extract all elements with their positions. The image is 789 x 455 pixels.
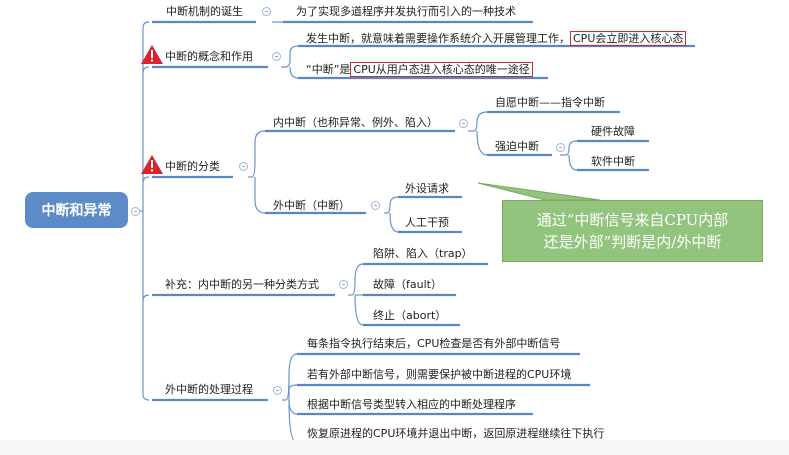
branch-label: 中断的概念和作用 bbox=[165, 50, 253, 63]
leaf-label: 若有外部中断信号，则需要保护被中断进程的CPU环境 bbox=[307, 368, 572, 381]
branch-supplement[interactable]: 补充：内中断的另一种分类方式 bbox=[165, 278, 319, 292]
collapse-minus-icon[interactable] bbox=[339, 280, 348, 289]
node-label: 内中断（也称异常、例外、陷入） bbox=[273, 116, 438, 129]
collapse-minus-icon[interactable] bbox=[273, 386, 282, 395]
leaf-hardware-fault[interactable]: 硬件故障 bbox=[591, 125, 635, 139]
leaf-step-1[interactable]: 每条指令执行结束后，CPU检查是否有外部中断信号 bbox=[307, 337, 560, 351]
root-node[interactable]: 中断和异常 bbox=[25, 192, 128, 228]
leaf-voluntary[interactable]: 自愿中断——指令中断 bbox=[495, 96, 605, 110]
node-label: 强迫中断 bbox=[495, 140, 539, 153]
collapse-minus-icon[interactable] bbox=[371, 201, 380, 210]
leaf-label: 故障（fault） bbox=[373, 278, 442, 291]
node-internal-interrupt[interactable]: 内中断（也称异常、例外、陷入） bbox=[273, 116, 438, 130]
leaf-fault[interactable]: 故障（fault） bbox=[373, 278, 442, 292]
branch-label: 补充：内中断的另一种分类方式 bbox=[165, 278, 319, 291]
collapse-minus-icon[interactable] bbox=[239, 162, 248, 171]
leaf-text: “中断”是 bbox=[306, 63, 351, 76]
leaf-step-3[interactable]: 根据中断信号类型转入相应的中断处理程序 bbox=[307, 398, 516, 412]
callout-line-2: 还是外部”判断是内/外中断 bbox=[543, 233, 722, 251]
callout-note: 通过“中断信号来自CPU内部 还是外部”判断是内/外中断 bbox=[502, 200, 763, 262]
branch-label: 中断的分类 bbox=[165, 160, 220, 173]
leaf-peripheral-request[interactable]: 外设请求 bbox=[405, 182, 449, 196]
highlight-text: CPU会立即进入核心态 bbox=[570, 31, 687, 46]
callout-line-1: 通过“中断信号来自CPU内部 bbox=[536, 211, 729, 229]
branch-concept[interactable]: 中断的概念和作用 bbox=[165, 50, 253, 64]
leaf-concept-1[interactable]: 发生中断，就意味着需要操作系统介入开展管理工作，CPU会立即进入核心态 bbox=[306, 31, 687, 46]
leaf-step-2[interactable]: 若有外部中断信号，则需要保护被中断进程的CPU环境 bbox=[307, 368, 571, 382]
leaf-label: 终止（abort） bbox=[373, 309, 447, 322]
leaf-label: 自愿中断——指令中断 bbox=[495, 96, 605, 109]
branch-external-process[interactable]: 外中断的处理过程 bbox=[165, 383, 253, 397]
collapse-minus-icon[interactable] bbox=[262, 7, 271, 16]
leaf-text: 发生中断，就意味着需要操作系统介入开展管理工作， bbox=[306, 32, 570, 45]
leaf-origin-desc[interactable]: 为了实现多道程序并发执行而引入的一种技术 bbox=[296, 5, 516, 19]
bottom-strip bbox=[0, 440, 789, 455]
branch-label: 中断机制的诞生 bbox=[166, 5, 243, 18]
leaf-label: 恢复原进程的CPU环境并退出中断，返回原进程继续往下执行 bbox=[307, 427, 605, 440]
leaf-step-4[interactable]: 恢复原进程的CPU环境并退出中断，返回原进程继续往下执行 bbox=[307, 427, 604, 441]
branch-origin[interactable]: 中断机制的诞生 bbox=[166, 5, 243, 19]
leaf-label: 为了实现多道程序并发执行而引入的一种技术 bbox=[296, 5, 516, 18]
callout-pointer bbox=[477, 182, 601, 201]
leaf-label: 软件中断 bbox=[591, 155, 635, 168]
leaf-label: 每条指令执行结束后，CPU检查是否有外部中断信号 bbox=[307, 337, 561, 350]
leaf-label: 外设请求 bbox=[405, 182, 449, 195]
leaf-label: 硬件故障 bbox=[591, 125, 635, 138]
node-external-interrupt[interactable]: 外中断（中断） bbox=[273, 199, 350, 213]
collapse-minus-icon[interactable] bbox=[272, 52, 281, 61]
collapse-minus-icon[interactable] bbox=[131, 207, 140, 216]
branch-classification[interactable]: 中断的分类 bbox=[165, 160, 220, 174]
leaf-manual-intervention[interactable]: 人工干预 bbox=[405, 216, 449, 230]
leaf-abort[interactable]: 终止（abort） bbox=[373, 309, 446, 323]
leaf-label: 根据中断信号类型转入相应的中断处理程序 bbox=[307, 398, 516, 411]
node-forced[interactable]: 强迫中断 bbox=[495, 140, 539, 154]
node-label: 外中断（中断） bbox=[273, 199, 350, 212]
leaf-software-interrupt[interactable]: 软件中断 bbox=[591, 155, 635, 169]
highlight-text: CPU从用户态进入核心态的唯一途径 bbox=[350, 62, 533, 77]
branch-label: 外中断的处理过程 bbox=[165, 383, 253, 396]
collapse-minus-icon[interactable] bbox=[459, 119, 468, 128]
leaf-label: 陷阱、陷入（trap） bbox=[373, 247, 473, 260]
leaf-label: 人工干预 bbox=[405, 216, 449, 229]
root-label: 中断和异常 bbox=[41, 203, 112, 219]
leaf-trap[interactable]: 陷阱、陷入（trap） bbox=[373, 247, 473, 261]
collapse-minus-icon[interactable] bbox=[556, 143, 565, 152]
